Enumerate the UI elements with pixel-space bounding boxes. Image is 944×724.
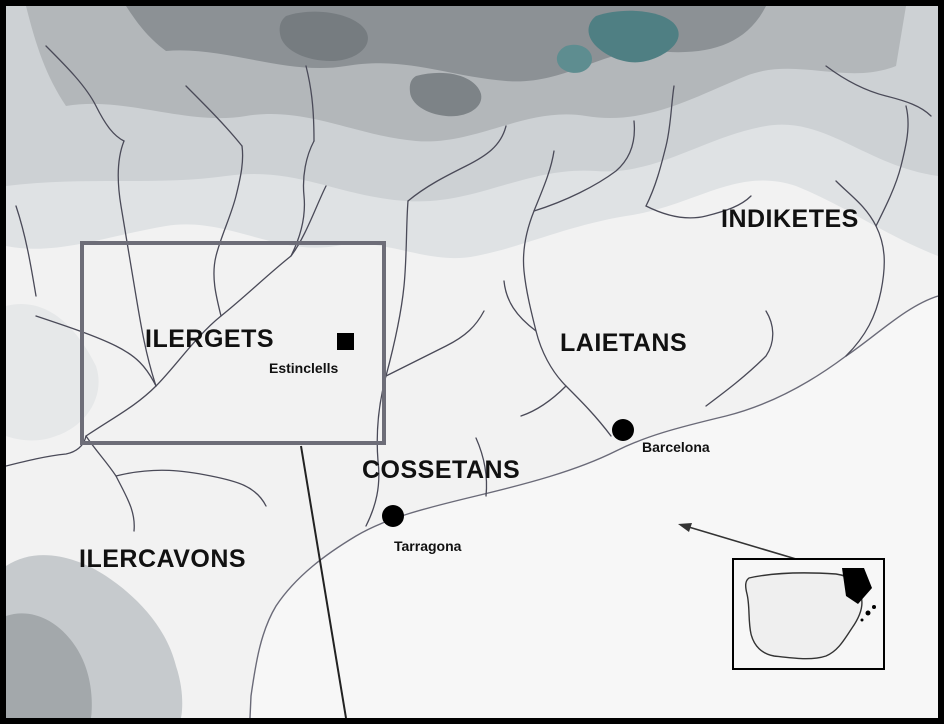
relief-shading [6, 6, 938, 718]
region-label-cossetans: COSSETANS [362, 456, 520, 484]
relief-dark-patch-2 [409, 72, 482, 117]
river [45, 45, 125, 142]
inset-peninsula [744, 572, 863, 660]
inset-island [865, 610, 871, 616]
river [475, 437, 488, 497]
river [6, 435, 87, 467]
river [645, 85, 675, 207]
river [520, 385, 567, 417]
region-label-ilergets: ILERGETS [145, 325, 274, 353]
region-label-indiketes: INDIKETES [721, 205, 859, 233]
river [503, 280, 537, 332]
black-square-icon [337, 333, 354, 350]
black-circle-icon [382, 505, 404, 527]
relief-teal-2 [556, 44, 592, 73]
relief-dark-patch [279, 11, 368, 61]
river [185, 85, 243, 147]
study-area-frame [80, 241, 386, 445]
iberian-peninsula-inset [732, 558, 885, 670]
coast-line [249, 295, 938, 718]
map-canvas: INDIKETES ILERGETS LAIETANS COSSETANS IL… [6, 6, 938, 718]
river [213, 145, 244, 317]
inset-island [860, 618, 864, 622]
river [825, 65, 932, 117]
river [705, 310, 774, 407]
river [117, 140, 157, 387]
river [875, 105, 909, 227]
inset-catalonia-highlight [842, 568, 872, 604]
river [35, 315, 157, 387]
place-label-tarragona: Tarragona [394, 538, 462, 554]
river [15, 205, 37, 297]
leader-line [300, 445, 347, 718]
place-label-barcelona: Barcelona [642, 439, 710, 455]
relief-west [6, 304, 99, 441]
inset-island [872, 605, 876, 609]
relief-sw-dark [6, 613, 92, 718]
river [533, 120, 636, 212]
river [85, 435, 135, 532]
black-circle-icon [612, 419, 634, 441]
region-label-ilercavons: ILERCAVONS [79, 545, 246, 573]
river [522, 150, 612, 437]
place-label-estinclells: Estinclells [269, 360, 338, 376]
river [645, 195, 752, 219]
river [835, 180, 885, 357]
relief-teal [588, 10, 679, 63]
locator-arrow-head [678, 523, 692, 532]
region-label-laietans: LAIETANS [560, 329, 687, 357]
river [290, 140, 315, 257]
river [385, 310, 485, 377]
rivers [6, 45, 932, 532]
river [305, 65, 315, 142]
river [115, 469, 267, 507]
locator-arrow-line [681, 524, 797, 560]
river [407, 125, 507, 202]
map-frame: INDIKETES ILERGETS LAIETANS COSSETANS IL… [6, 6, 938, 718]
